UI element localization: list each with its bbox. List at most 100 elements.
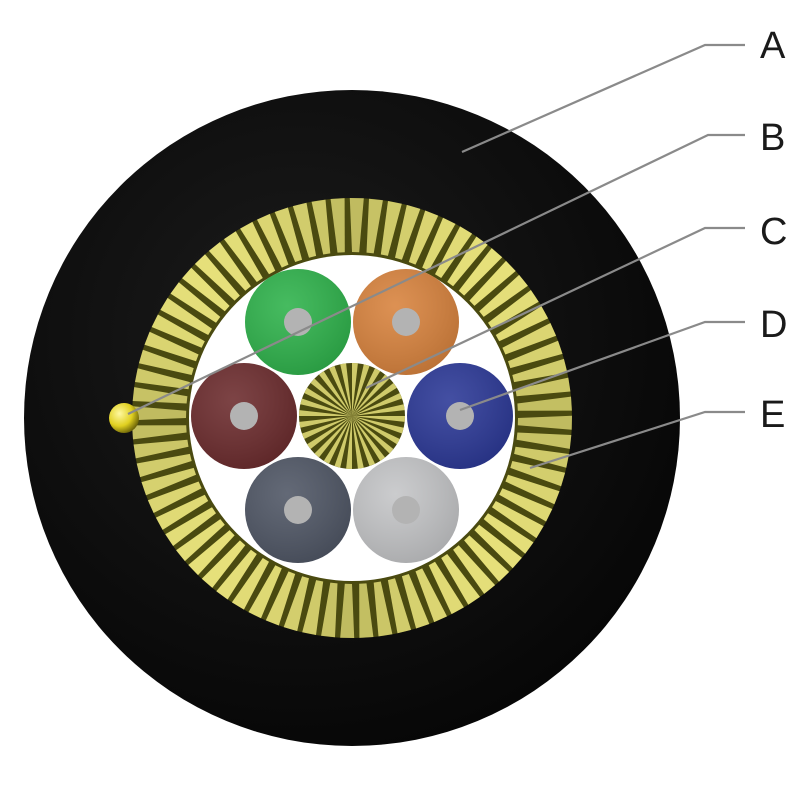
armor-rib: [366, 198, 383, 254]
armor-rib: [395, 204, 421, 260]
leader-line-a: [461, 43, 745, 154]
central-member-ray: [323, 416, 352, 464]
central-member-ray: [352, 416, 394, 454]
central-member-ray: [352, 393, 402, 416]
armor-rib: [516, 432, 572, 449]
armor-rib: [151, 314, 205, 348]
armor-rib: [231, 558, 269, 610]
armor-rib: [147, 481, 202, 513]
armor-rib: [349, 198, 364, 253]
central-member-ray: [352, 368, 381, 416]
armor-rib: [144, 331, 199, 362]
armor-rib: [502, 323, 557, 355]
armor-rib: [479, 274, 528, 317]
armor-rib: [488, 290, 539, 329]
central-member-ray: [352, 416, 404, 434]
central-member-ray: [334, 416, 352, 468]
central-member-ray: [352, 383, 397, 416]
central-member-ray: [307, 416, 352, 449]
armor-rib: [469, 260, 516, 306]
armor-rib: [283, 576, 309, 632]
armor-rib: [265, 571, 296, 626]
central-member-ray: [352, 364, 370, 416]
central-member-ray: [319, 371, 352, 416]
armor-rib: [165, 507, 216, 546]
callout-label-a: A: [760, 25, 786, 67]
armor-rib: [182, 267, 230, 312]
armor-rib: [136, 453, 192, 478]
callout-label-e: E: [760, 394, 785, 436]
leader-line-b: [127, 133, 745, 415]
tube-green: [245, 269, 351, 375]
armor-rib: [512, 358, 568, 383]
armor-rib: [401, 574, 430, 629]
central-member-ray: [352, 416, 375, 466]
armor-rib: [170, 282, 221, 323]
armor-rib: [292, 202, 317, 258]
central-member-ray: [314, 416, 352, 458]
central-member-ray: [340, 363, 352, 416]
armor-rib: [517, 396, 572, 411]
armor-rib: [240, 221, 276, 275]
armor-rib: [311, 199, 331, 255]
armor-rib: [132, 425, 187, 440]
central-member-ray: [352, 404, 405, 416]
armor-rib: [458, 248, 503, 296]
armor-rib: [447, 236, 488, 287]
armor-rib: [224, 231, 263, 282]
armor-rib: [508, 340, 563, 369]
armor-rib: [155, 494, 209, 530]
armor-rib: [340, 583, 355, 638]
armor-rib: [138, 349, 194, 375]
armor-rib: [422, 217, 456, 271]
armor-rib: [132, 406, 187, 421]
callout-label-b: B: [760, 117, 785, 159]
armor-rib: [464, 535, 510, 582]
armor-rib: [321, 582, 338, 638]
armor-rib: [257, 213, 289, 268]
armor-rib: [474, 524, 522, 569]
armor-rib: [141, 467, 196, 496]
tube-blue: [407, 363, 513, 469]
tube-brown: [191, 363, 297, 469]
leader-line-c: [365, 226, 745, 389]
armor-rib: [415, 568, 447, 623]
central-member-ray: [352, 416, 405, 422]
armor-rib: [201, 540, 246, 588]
armor-rib: [132, 387, 188, 404]
armor-rib: [510, 461, 566, 487]
central-member-ray: [310, 378, 352, 416]
armor-rib: [208, 242, 251, 291]
armor-rib: [483, 513, 534, 554]
leader-lines: [127, 43, 745, 470]
callout-label-c: C: [760, 211, 787, 253]
central-member-ray: [329, 366, 352, 416]
armor-rib: [387, 578, 412, 634]
armor-rib: [194, 254, 240, 301]
central-member-ray: [352, 363, 358, 416]
central-member-ray: [352, 374, 390, 416]
armor-rib: [428, 561, 464, 615]
armor-rib: [188, 530, 235, 576]
armor-rib: [380, 201, 402, 256]
buffer-tubes: [191, 269, 513, 563]
armor-rib: [330, 198, 345, 253]
armor-rib: [373, 581, 393, 637]
leader-line-d: [459, 320, 745, 412]
armor-rib: [453, 545, 496, 594]
central-member-ray: [352, 416, 364, 469]
armor-rib: [160, 297, 212, 335]
armor-rib: [408, 210, 439, 265]
central-member-ray: [299, 410, 352, 416]
central-member-ray: [300, 398, 352, 416]
armor-rib: [359, 583, 374, 638]
armor-rib: [216, 549, 257, 600]
armor-rib: [441, 554, 480, 605]
armor-rib: [176, 519, 225, 562]
armor-rib: [135, 368, 190, 390]
armor-rib: [302, 580, 324, 635]
central-member-ray: [346, 416, 352, 469]
central-member-ray: [352, 416, 385, 461]
armor-rib: [517, 415, 572, 430]
